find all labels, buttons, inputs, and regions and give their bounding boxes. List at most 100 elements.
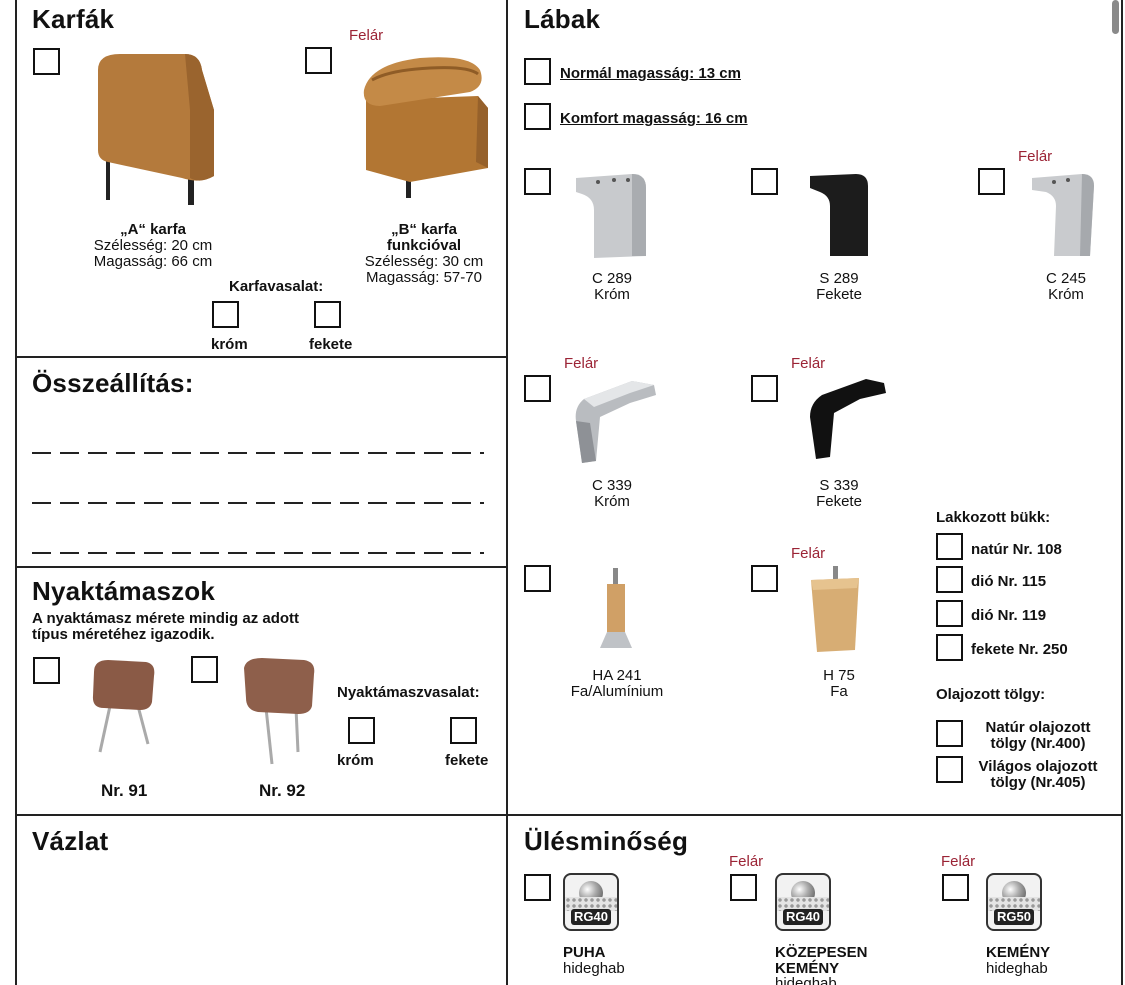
armrest-a-name: „A“ karfa: [120, 221, 186, 238]
checkbox-lakk-115[interactable]: [936, 566, 963, 593]
osszeallitas-title: Összeállítás:: [32, 368, 194, 398]
seat-kozepes-sub: hideghab: [775, 975, 837, 985]
seat-kozepes-name-2: KEMÉNY: [775, 960, 840, 977]
leg-s289-finish: Fekete: [816, 286, 862, 303]
foam-icon: [777, 897, 829, 911]
nyak-desc-1: A nyaktámasz mérete mindig az adott: [32, 610, 300, 627]
headrest-92-image: [244, 658, 315, 765]
lakk-108-label: natúr Nr. 108: [971, 541, 1062, 558]
checkbox-lakk-119[interactable]: [936, 600, 963, 627]
write-line-2: [32, 502, 484, 504]
seat-kemeny-sub: hideghab: [986, 960, 1048, 977]
checkbox-olaj-400[interactable]: [936, 720, 963, 747]
surcharge-label: Felár: [349, 27, 384, 44]
leg-c289-image: [576, 174, 646, 258]
checkbox-seat-kemeny[interactable]: [942, 874, 969, 901]
armrest-fitting-chrome-label: króm: [211, 336, 248, 353]
armrest-b-name-2: funkcióval: [386, 237, 462, 254]
armrest-b-image: [363, 57, 488, 198]
headrest-92-label: Nr. 92: [259, 781, 306, 800]
foam-badge-rg40: RG40: [563, 873, 619, 931]
checkbox-armrest-fitting-black[interactable]: [314, 301, 341, 328]
surcharge-label: Felár: [1018, 148, 1053, 165]
divider-bottom: [15, 814, 1123, 816]
leg-c339-code: C 339: [591, 477, 633, 494]
leg-s339-code: S 339: [819, 477, 859, 494]
checkbox-leg-c245[interactable]: [978, 168, 1005, 195]
frame-left: [15, 0, 17, 985]
checkbox-olaj-405[interactable]: [936, 756, 963, 783]
checkbox-headrest-92[interactable]: [191, 656, 218, 683]
leg-c245-image: [1032, 174, 1094, 256]
leg-s289-code: S 289: [819, 270, 859, 287]
checkbox-leg-ha241[interactable]: [524, 565, 551, 592]
checkbox-headrest-fitting-chrome[interactable]: [348, 717, 375, 744]
checkbox-leg-s289[interactable]: [751, 168, 778, 195]
checkbox-leg-s339[interactable]: [751, 375, 778, 402]
leg-s339-image: [810, 379, 886, 459]
foam-badge-label: RG40: [783, 909, 823, 925]
leg-c289-code: C 289: [591, 270, 633, 287]
foam-icon: [988, 897, 1040, 911]
armrest-b-height: Magasság: 57-70: [366, 269, 482, 286]
headrest-fitting-label: Nyaktámaszvasalat:: [337, 684, 480, 701]
checkbox-seat-kozepes[interactable]: [730, 874, 757, 901]
foam-badge-label: RG40: [571, 909, 611, 925]
checkbox-armrest-fitting-chrome[interactable]: [212, 301, 239, 328]
foam-badge-rg50: RG50: [986, 873, 1042, 931]
leg-c289-finish: Króm: [594, 286, 630, 303]
checkbox-armrest-a[interactable]: [33, 48, 60, 75]
labak-title: Lábak: [524, 4, 601, 34]
komfort-height-label: Komfort magasság: 16 cm: [560, 110, 748, 127]
foam-badge-rg40: RG40: [775, 873, 831, 931]
lakk-115-label: dió Nr. 115: [971, 573, 1047, 590]
karfak-title: Karfák: [32, 4, 115, 34]
armrest-b-name-1: „B“ karfa: [391, 221, 457, 238]
armrest-fitting-label: Karfavasalat:: [229, 278, 324, 295]
write-line-3: [32, 552, 484, 554]
leg-h75-image: [811, 566, 859, 652]
scrollbar[interactable]: [1112, 0, 1119, 34]
normal-height-label: Normál magasság: 13 cm: [560, 65, 741, 82]
checkbox-leg-c289[interactable]: [524, 168, 551, 195]
headrest-91-image: [92, 660, 155, 753]
headrest-91-label: Nr. 91: [101, 781, 148, 800]
seat-puha-name: PUHA: [563, 944, 606, 961]
surcharge-label: Felár: [791, 355, 826, 372]
leg-c339-image: [575, 381, 656, 463]
leg-c339-finish: Króm: [594, 493, 630, 510]
frame-center: [506, 0, 508, 985]
checkbox-headrest-fitting-black[interactable]: [450, 717, 477, 744]
checkbox-lakk-108[interactable]: [936, 533, 963, 560]
checkbox-headrest-91[interactable]: [33, 657, 60, 684]
checkbox-leg-c339[interactable]: [524, 375, 551, 402]
foam-badge-label: RG50: [994, 909, 1034, 925]
checkbox-normal-height[interactable]: [524, 58, 551, 85]
checkbox-komfort-height[interactable]: [524, 103, 551, 130]
headrest-fitting-black-label: fekete: [445, 752, 489, 769]
checkbox-leg-h75[interactable]: [751, 565, 778, 592]
foam-icon: [565, 897, 617, 911]
surcharge-label: Felár: [729, 853, 764, 870]
leg-h75-finish: Fa: [830, 683, 848, 700]
leg-c245-finish: Króm: [1048, 286, 1084, 303]
leg-ha241-code: HA 241: [592, 667, 642, 684]
write-line-1: [32, 452, 484, 454]
surcharge-label: Felár: [941, 853, 976, 870]
olaj-405-line-2: tölgy (Nr.405): [990, 774, 1086, 791]
armrest-a-image: [98, 54, 214, 205]
lakk-title: Lakkozott bükk:: [936, 509, 1051, 526]
frame-right: [1121, 0, 1123, 985]
checkbox-lakk-250[interactable]: [936, 634, 963, 661]
checkbox-armrest-b[interactable]: [305, 47, 332, 74]
surcharge-label: Felár: [791, 545, 826, 562]
seat-kemeny-name: KEMÉNY: [986, 944, 1051, 961]
armrest-fitting-black-label: fekete: [309, 336, 353, 353]
seat-puha-sub: hideghab: [563, 960, 625, 977]
armrest-a-height: Magasság: 66 cm: [93, 253, 213, 270]
leg-ha241-finish: Fa/Alumínium: [570, 683, 664, 700]
divider-karfak: [15, 356, 508, 358]
armrest-a-width: Szélesség: 20 cm: [93, 237, 213, 254]
nyak-desc-2: típus méretéhez igazodik.: [32, 626, 215, 643]
checkbox-seat-puha[interactable]: [524, 874, 551, 901]
